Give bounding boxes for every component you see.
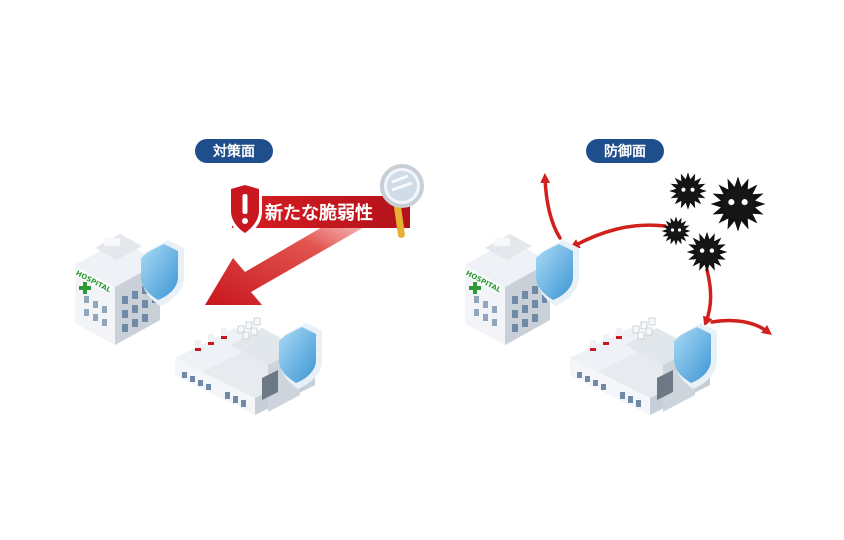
warning-icon bbox=[228, 181, 262, 237]
virus-icon bbox=[686, 231, 728, 273]
hospital-icon: HOSPITAL bbox=[74, 234, 160, 345]
medical-cross-icon bbox=[469, 282, 481, 294]
hospital-icon: HOSPITAL bbox=[464, 234, 550, 345]
virus-cluster bbox=[661, 172, 766, 273]
pill-label-right-text: 防御面 bbox=[604, 143, 646, 160]
shield-icon bbox=[674, 323, 717, 389]
panel-right: 防御面 bbox=[464, 139, 772, 415]
arrow-icon bbox=[540, 173, 772, 336]
pill-label-left-text: 対策面 bbox=[212, 143, 255, 160]
virus-icon bbox=[661, 216, 691, 246]
virus-icon bbox=[710, 176, 766, 232]
shield-icon bbox=[536, 240, 579, 306]
virus-icon bbox=[669, 172, 707, 210]
shield-icon bbox=[279, 323, 322, 389]
vulnerability-banner-text: 新たな脆弱性 bbox=[265, 202, 373, 224]
pill-label-right: 防御面 bbox=[586, 139, 664, 163]
pill-label-left: 対策面 bbox=[195, 139, 273, 163]
panel-left: 対策面 bbox=[74, 139, 424, 415]
magnifier-icon bbox=[380, 164, 424, 238]
vulnerability-banner: 新たな脆弱性 bbox=[232, 196, 410, 228]
shield-icon bbox=[141, 240, 184, 306]
medical-cross-icon bbox=[79, 282, 91, 294]
